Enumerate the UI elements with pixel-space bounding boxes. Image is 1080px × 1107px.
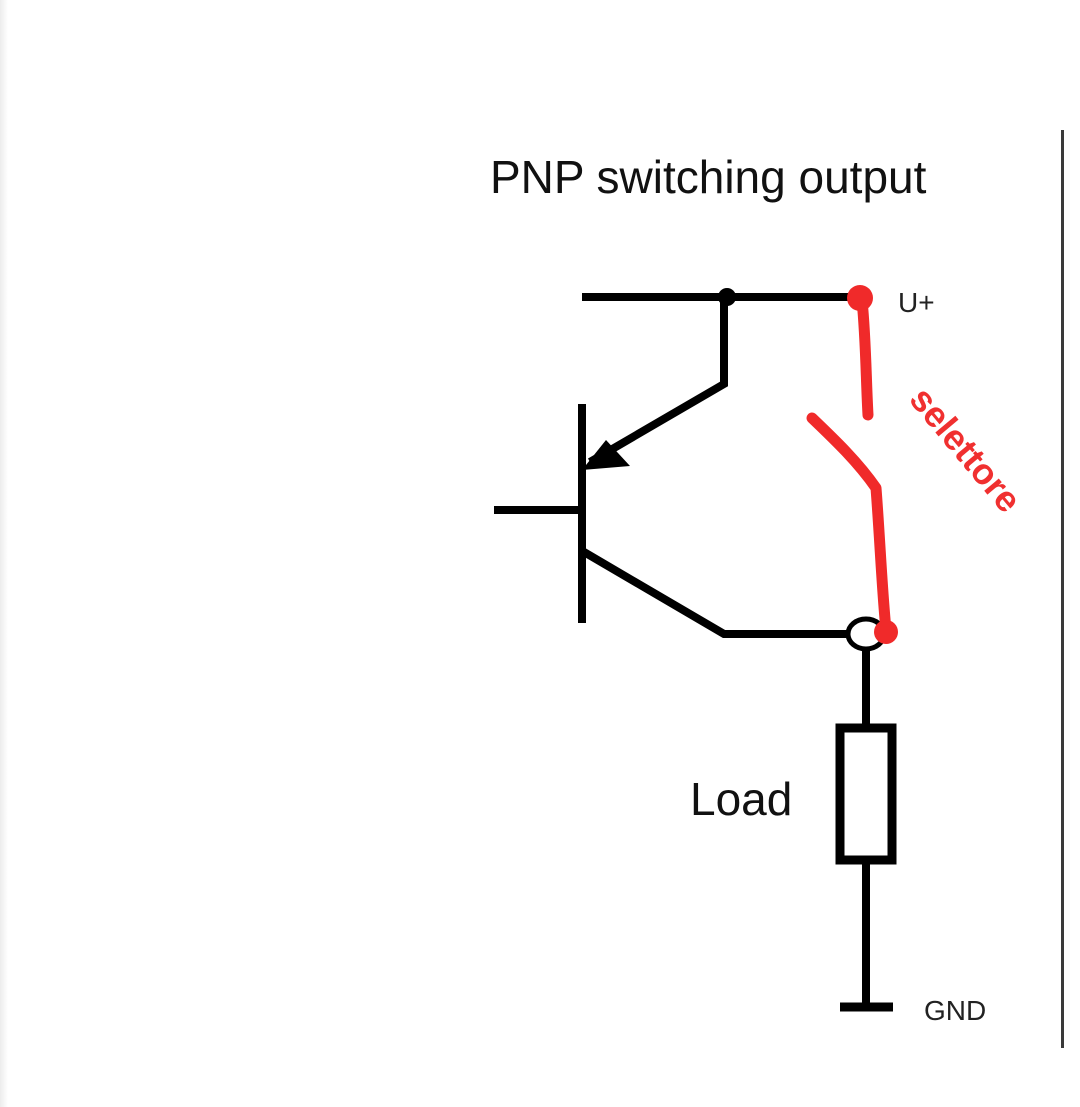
selector-label: selettore — [902, 379, 1030, 520]
diagram-title: PNP switching output — [490, 151, 927, 203]
collector-wire — [581, 548, 848, 638]
load-label: Load — [690, 773, 792, 825]
page-edge-shadow — [0, 0, 8, 1107]
switch-blade-stroke — [806, 412, 892, 636]
switch-fixed-stroke — [856, 294, 874, 421]
emitter-arrow-icon — [582, 440, 630, 470]
load-resistor — [835, 723, 897, 865]
emitter-wire — [587, 297, 728, 466]
ground-label: GND — [924, 995, 986, 1026]
selector-switch-annotation: selettore — [806, 285, 1030, 644]
switch-bottom-contact — [874, 620, 898, 644]
vertical-divider — [1061, 130, 1064, 1048]
supply-label: U+ — [898, 287, 935, 318]
